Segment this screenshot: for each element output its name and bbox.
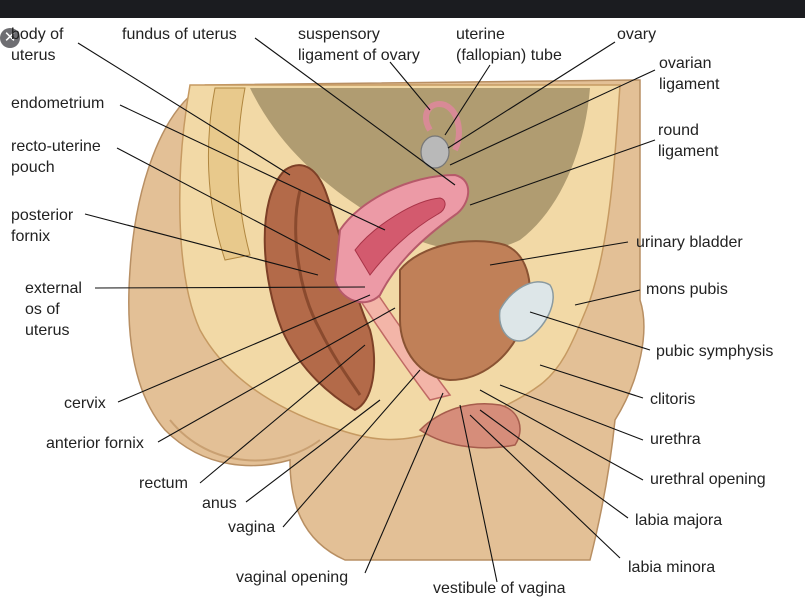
uterine-tube-shape: [423, 101, 462, 152]
leader-lines: [77, 37, 656, 583]
label-clitoris: clitoris: [650, 391, 696, 408]
label-rectum: rectum: [139, 475, 188, 492]
abdominal-cavity: [250, 88, 590, 251]
label-ovary: ovary: [617, 26, 657, 43]
top-bar: [0, 0, 805, 18]
label-urinary-bladder: urinary bladder: [636, 234, 743, 251]
label-anus: anus: [202, 495, 237, 512]
label-urethral-opening: urethral opening: [650, 471, 766, 488]
label-vagina: vagina: [228, 519, 276, 536]
label-vaginal-opening: vaginal opening: [236, 569, 349, 586]
label-anterior-fornix: anterior fornix: [46, 435, 144, 452]
label-uterine-tube: uterine(fallopian) tube: [456, 26, 562, 64]
label-fundus-of-uterus: fundus of uterus: [122, 26, 237, 43]
label-pubic-symphysis: pubic symphysis: [656, 343, 774, 360]
endometrium-shape: [354, 197, 446, 276]
label-vestibule-of-vagina: vestibule of vagina: [433, 580, 566, 597]
label-labia-majora: labia majora: [635, 512, 723, 529]
pubic-symphysis-shape: [498, 281, 554, 342]
label-labia-minora: labia minora: [628, 559, 716, 576]
label-endometrium: endometrium: [11, 95, 105, 112]
close-icon[interactable]: ✕: [0, 28, 20, 48]
ovary-shape: [420, 135, 450, 169]
label-cervix: cervix: [64, 395, 106, 412]
label-mons-pubis: mons pubis: [646, 281, 728, 298]
label-urethra: urethra: [650, 431, 701, 448]
labia-shape: [418, 403, 521, 449]
